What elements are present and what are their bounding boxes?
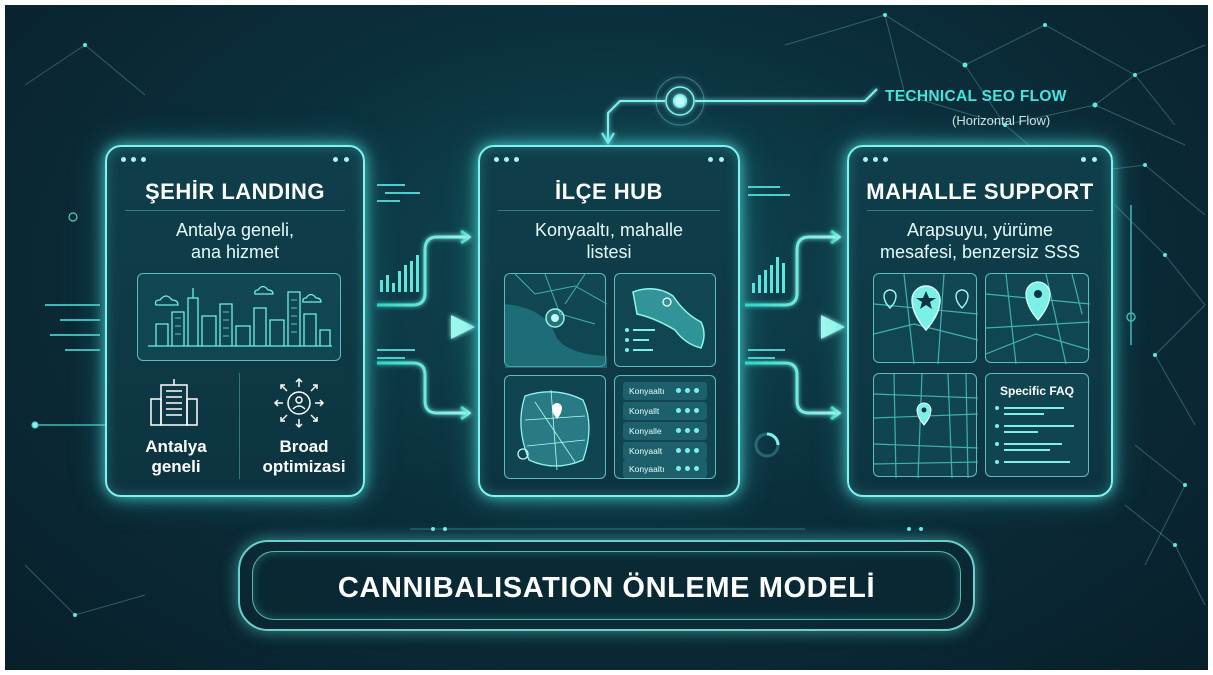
panel-sehir-landing: ŞEHİR LANDING Antalya geneli, ana hizmet bbox=[105, 145, 365, 497]
faq-card[interactable]: Specific FAQ bbox=[985, 373, 1089, 477]
list-item-label: Konyaaltı bbox=[629, 386, 665, 396]
map-pin-icon bbox=[985, 273, 1091, 365]
window-dots bbox=[494, 157, 519, 162]
list-item-label: Konyallt bbox=[629, 406, 660, 416]
left-data-dashes bbox=[45, 304, 100, 351]
subtitle-line-1: Antalya geneli, bbox=[175, 220, 295, 240]
subtitle-line-2: ana hizmet bbox=[190, 242, 280, 262]
panel-subtitle: Arapsuyu, yürüme mesafesi, benzersiz SSS bbox=[859, 219, 1101, 263]
map-pin-icon bbox=[505, 273, 608, 368]
window-dots bbox=[863, 157, 888, 162]
panel-ilce-hub: İLÇE HUB Konyaaltı, mahalle listesi bbox=[478, 145, 740, 497]
right-connector bbox=[1126, 205, 1136, 345]
main-arrow-head-1 bbox=[451, 315, 475, 339]
bottom-dots bbox=[431, 527, 923, 531]
list-item-label: Konyaaltı bbox=[629, 464, 665, 474]
list-item[interactable]: Konyaaltı bbox=[623, 460, 707, 478]
window-dots-right bbox=[708, 157, 724, 162]
left-connector bbox=[31, 212, 105, 429]
street-map-tile bbox=[873, 373, 979, 479]
top-connector bbox=[601, 76, 878, 145]
mini-bar-chart-1 bbox=[380, 255, 419, 292]
diagram-canvas: TECHNICAL SEO FLOW (Horizontal Flow) ŞEH… bbox=[5, 5, 1208, 670]
city-skyline-icon bbox=[148, 285, 332, 347]
label-line-2: geneli bbox=[151, 457, 201, 476]
model-banner: CANNIBALISATION ÖNLEME MODELİ bbox=[238, 540, 975, 631]
title-divider bbox=[125, 210, 345, 211]
building-icon bbox=[150, 379, 198, 426]
neighborhood-map-icon bbox=[517, 389, 590, 471]
panel-title: İLÇE HUB bbox=[555, 179, 663, 204]
broad-optimizasi-label: Broad optimizasi bbox=[245, 437, 363, 477]
background-network bbox=[24, 13, 1206, 617]
star-pin-map-tile bbox=[873, 273, 979, 365]
list-item-label: Konyaalt bbox=[629, 446, 663, 456]
panel-title: MAHALLE SUPPORT bbox=[866, 179, 1094, 204]
title-divider bbox=[498, 210, 720, 211]
main-arrow-head-2 bbox=[821, 315, 845, 339]
window-dots-right bbox=[1081, 157, 1097, 162]
middle-data-dashes bbox=[377, 184, 790, 359]
label-line-1: Antalya bbox=[145, 437, 207, 456]
flow-arrows-2-3 bbox=[745, 229, 842, 421]
faq-label: Specific FAQ bbox=[999, 384, 1075, 398]
antalya-geneli-label: Antalya geneli bbox=[121, 437, 231, 477]
network-nodes bbox=[73, 13, 1187, 617]
panel-subtitle: Antalya geneli, ana hizmet bbox=[117, 219, 353, 263]
flow-title: TECHNICAL SEO FLOW bbox=[885, 88, 1067, 105]
list-item[interactable]: Konyalle bbox=[623, 422, 707, 440]
subtitle-line-1: Konyaaltı, mahalle bbox=[534, 220, 684, 240]
loading-ring-icon bbox=[754, 432, 780, 458]
flow-subtitle: (Horizontal Flow) bbox=[952, 113, 1051, 128]
panel-subtitle: Konyaaltı, mahalle listesi bbox=[490, 219, 728, 263]
street-map-icon bbox=[873, 373, 979, 479]
list-item[interactable]: Konyaalt bbox=[623, 442, 707, 460]
list-item-label: Konyalle bbox=[629, 426, 662, 436]
city-skyline-tile bbox=[137, 273, 341, 361]
district-list: Konyaaltı Konyallt Konyalle Konyaalt Kon… bbox=[614, 375, 716, 479]
subtitle-line-2: listesi bbox=[586, 242, 632, 262]
window-dots-right bbox=[333, 157, 349, 162]
map-icon bbox=[625, 288, 705, 352]
list-item[interactable]: Konyaaltı bbox=[623, 382, 707, 400]
flow-arrows-1-2 bbox=[377, 229, 472, 421]
label-line-1: Broad bbox=[279, 437, 329, 456]
label-line-2: optimizasi bbox=[262, 457, 346, 476]
banner-title: CANNIBALISATION ÖNLEME MODELİ bbox=[337, 572, 876, 604]
pin-street-map-tile bbox=[985, 273, 1091, 365]
window-dots bbox=[121, 157, 146, 162]
target-user-icon bbox=[273, 377, 325, 429]
subtitle-line-1: Arapsuyu, yürüme bbox=[906, 220, 1054, 240]
neighborhood-map-tile bbox=[504, 375, 606, 479]
mini-bar-chart-2 bbox=[752, 257, 785, 293]
column-divider bbox=[239, 373, 240, 479]
faq-lines bbox=[995, 406, 1074, 464]
banner-inner: CANNIBALISATION ÖNLEME MODELİ bbox=[252, 551, 961, 620]
list-item[interactable]: Konyallt bbox=[623, 402, 707, 420]
star-pin-icon bbox=[873, 273, 979, 365]
district-map-tile bbox=[614, 273, 716, 367]
title-divider bbox=[867, 210, 1093, 211]
panel-mahalle-support: MAHALLE SUPPORT Arapsuyu, yürüme mesafes… bbox=[847, 145, 1113, 497]
coast-map-tile bbox=[504, 273, 608, 368]
panel-title: ŞEHİR LANDING bbox=[144, 179, 326, 204]
subtitle-line-2: mesafesi, benzersiz SSS bbox=[879, 242, 1081, 262]
